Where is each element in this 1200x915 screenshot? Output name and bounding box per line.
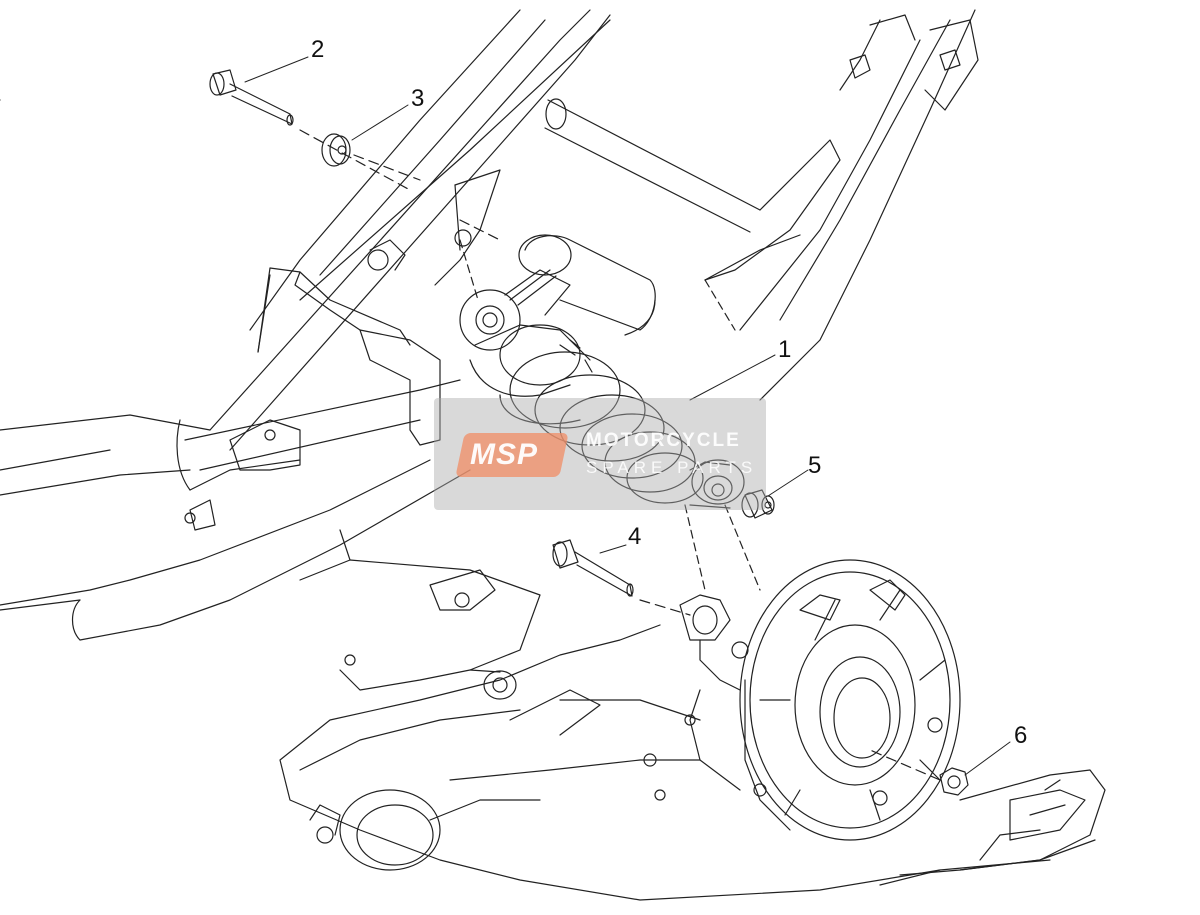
pin-part-4 (552, 539, 691, 616)
pin-part-2 (209, 69, 501, 241)
callout-2: 2 (311, 36, 325, 63)
nut-part-6 (869, 749, 969, 796)
callout-6: 6 (1014, 722, 1028, 749)
swingarm (279, 559, 1106, 901)
shock-absorber (459, 234, 761, 591)
watermark-subtitle: SPARE PARTS (586, 458, 758, 477)
callout-5: 5 (808, 452, 822, 479)
washer-part-3 (321, 133, 421, 181)
frame-tubes (0, 9, 979, 700)
callout-3: 3 (411, 85, 425, 112)
callout-4: 4 (628, 523, 642, 550)
watermark-title: MOTORCYCLE (586, 430, 741, 451)
callout-leaders (244, 56, 1011, 776)
watermark-logo-text: MSP (470, 438, 539, 471)
callout-1: 1 (778, 336, 792, 363)
